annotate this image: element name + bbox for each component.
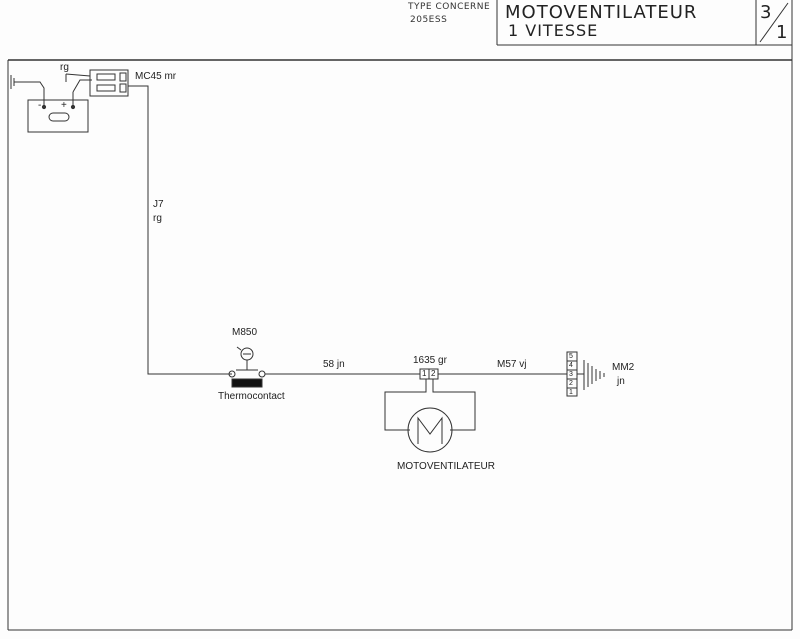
switch-name: Thermocontact	[218, 391, 285, 402]
connector-1635-label: 1635 gr	[413, 355, 447, 366]
motor-name: MOTOVENTILATEUR	[397, 461, 495, 472]
motor-fan-icon	[384, 379, 476, 453]
wire-m57-label: M57 vj	[497, 359, 527, 370]
wire-j7	[128, 85, 232, 375]
switch-code: M850	[232, 327, 258, 338]
wire-j7-color: rg	[153, 213, 162, 224]
type-concerne-value: 205ESS	[410, 15, 448, 25]
ground-connector-mm2-icon	[566, 351, 605, 397]
ground-pin: 1	[569, 389, 573, 396]
diagram-subtitle: 1 VITESSE	[508, 21, 599, 40]
ground-pin: 2	[569, 380, 573, 387]
ground-pin: 5	[569, 353, 573, 360]
battery-icon	[27, 81, 89, 133]
ground-pin: 4	[569, 362, 573, 369]
diagram-title: MOTOVENTILATEUR	[505, 2, 698, 23]
battery-minus-label: -	[38, 100, 42, 111]
sheet-total: 1	[776, 22, 789, 43]
ground-wire-color: jn	[617, 376, 625, 387]
sheet-number-slash	[759, 2, 789, 43]
battery-wire-color: rg	[60, 62, 69, 73]
motor-pin-2: 2	[431, 369, 436, 378]
ground-code: MM2	[612, 362, 635, 373]
type-concerne-label: TYPE CONCERNE	[408, 2, 491, 12]
motor-pin-1: 1	[422, 369, 427, 378]
thermocontact-icon	[228, 346, 266, 388]
ground-pin: 3	[569, 371, 573, 378]
wire-j7-number: J7	[153, 199, 164, 210]
battery-ground-icon	[7, 72, 30, 92]
sheet-number: 3	[760, 2, 773, 23]
fuse-connector-mc45-icon	[65, 69, 129, 97]
battery-plus-label: +	[61, 100, 67, 111]
wire-58-label: 58 jn	[323, 359, 345, 370]
connector-mc45-label: MC45 mr	[135, 71, 177, 82]
